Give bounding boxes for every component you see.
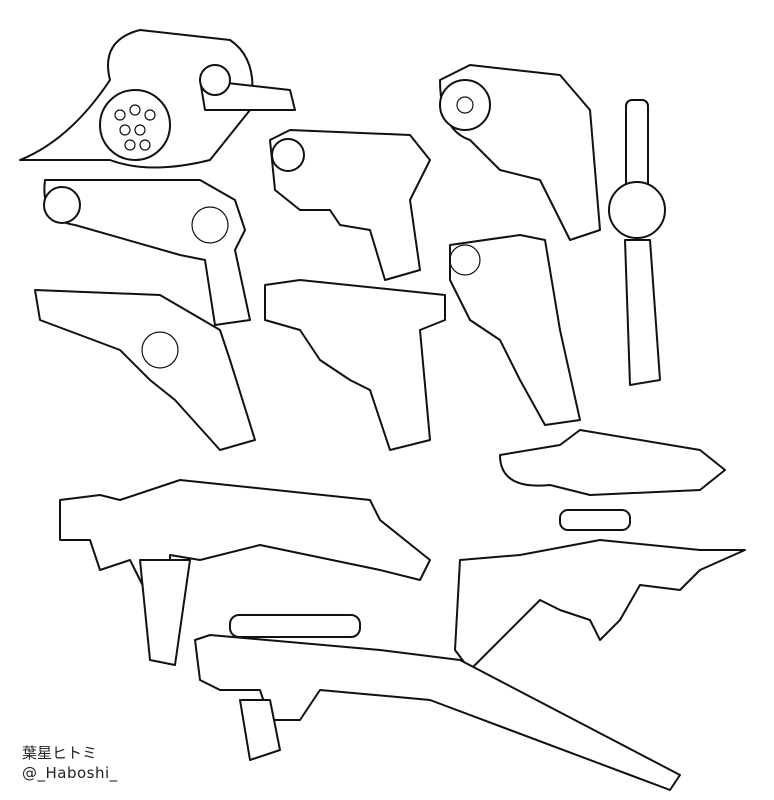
revolver-drawing-4	[449, 234, 581, 426]
revolver-drawing-2	[439, 64, 601, 241]
revolver-drawing-1	[43, 179, 251, 326]
signature-handle: @_Haboshi_	[22, 764, 118, 782]
drum-launcher-drawing	[19, 29, 296, 169]
ak-rifle-drawing	[59, 479, 431, 666]
revolver-drawing-6	[499, 429, 726, 496]
signature-name: 葉星ヒトミ	[22, 744, 98, 762]
pistol-drawing-2	[264, 279, 446, 451]
revolver-drawing-3	[608, 99, 666, 386]
revolver-drawing-5	[34, 289, 256, 451]
pistol-drawing-1	[269, 129, 431, 281]
sniper-rifle-drawing-1	[454, 509, 746, 671]
sniper-rifle-drawing-2	[194, 614, 681, 791]
